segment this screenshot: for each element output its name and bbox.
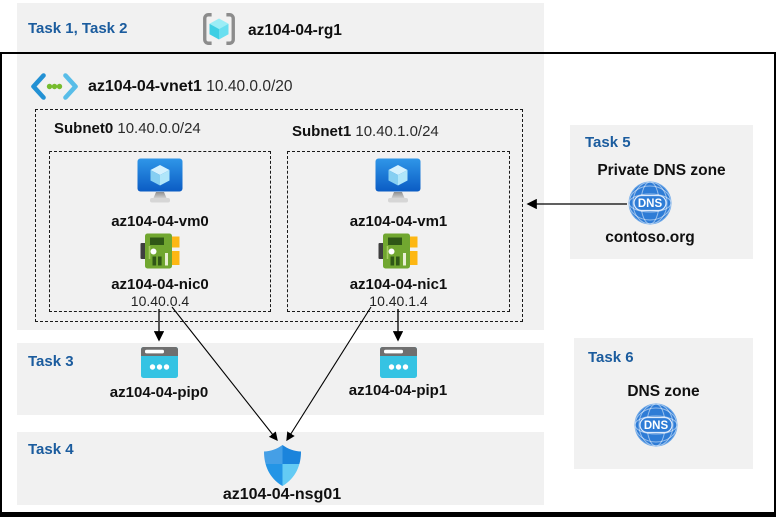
nsg-name: az104-04-nsg01 xyxy=(222,486,342,503)
diagram-outer-border xyxy=(0,52,776,517)
private-dns-zone-icon: DNS xyxy=(628,181,672,230)
nic0-name: az104-04-nic0 xyxy=(111,276,209,293)
task5-label: Task 5 xyxy=(585,134,631,151)
nsg-shield-icon xyxy=(262,444,303,492)
subnet0-cidr: 10.40.0.0/24 xyxy=(117,120,201,137)
pip1-icon xyxy=(380,347,417,383)
vm1-icon xyxy=(374,158,422,210)
task3-band: Task 3 az104-04-pip0 az104-04-pip1 xyxy=(17,343,544,415)
contoso-zone-name: contoso.org xyxy=(605,229,695,246)
resource-group-icon xyxy=(200,10,238,53)
dns-icon-text: DNS xyxy=(644,420,669,432)
vnet-name: az104-04-vnet1 xyxy=(88,78,202,95)
pip1-name: az104-04-pip1 xyxy=(348,382,448,399)
private-dns-zone-title: Private DNS zone xyxy=(597,162,726,179)
header-band: Task 1, Task 2 az104-04-rg1 xyxy=(17,3,544,52)
task4-label: Task 4 xyxy=(28,441,74,458)
vm0-icon xyxy=(136,158,184,210)
subnet1-label: Subnet1 10.40.1.0/24 xyxy=(292,123,439,140)
tasks-1-2-label: Task 1, Task 2 xyxy=(28,20,128,37)
task5-box: Task 5 Private DNS zone DNS contoso.org xyxy=(570,125,753,259)
nic0-icon xyxy=(140,231,180,277)
vm0-name: az104-04-vm0 xyxy=(111,213,209,230)
nic1-ip: 10.40.1.4 xyxy=(369,293,428,309)
dns-zone-icon: DNS xyxy=(634,403,678,452)
subnet1-cidr: 10.40.1.0/24 xyxy=(355,123,439,140)
subnet0-name: Subnet0 xyxy=(54,120,114,137)
vm1-name: az104-04-vm1 xyxy=(349,213,448,230)
pip0-name: az104-04-pip0 xyxy=(109,384,209,401)
subnet0-label: Subnet0 10.40.0.0/24 xyxy=(54,120,201,137)
subnets-container xyxy=(35,109,523,322)
task6-box: Task 6 DNS zone DNS xyxy=(574,338,753,469)
vnet-title: az104-04-vnet1 10.40.0.0/20 xyxy=(88,78,293,96)
dns-icon-text: DNS xyxy=(638,198,663,210)
pip0-icon xyxy=(141,347,178,383)
subnet0-box xyxy=(49,151,271,312)
resource-group-name: az104-04-rg1 xyxy=(248,22,342,39)
dns-zone-title: DNS zone xyxy=(627,383,700,400)
nic1-icon xyxy=(378,231,418,277)
task3-label: Task 3 xyxy=(28,353,74,370)
subnet1-name: Subnet1 xyxy=(292,123,352,140)
vnet-panel: az104-04-vnet1 10.40.0.0/20 Subnet0 10.4… xyxy=(17,54,544,330)
virtual-network-icon xyxy=(31,73,78,105)
task6-label: Task 6 xyxy=(588,349,634,366)
task4-band: Task 4 az104-04-nsg01 xyxy=(17,432,544,505)
vnet-cidr: 10.40.0.0/20 xyxy=(206,78,293,95)
nic0-ip: 10.40.0.4 xyxy=(130,293,190,309)
nic1-name: az104-04-nic1 xyxy=(349,276,448,293)
